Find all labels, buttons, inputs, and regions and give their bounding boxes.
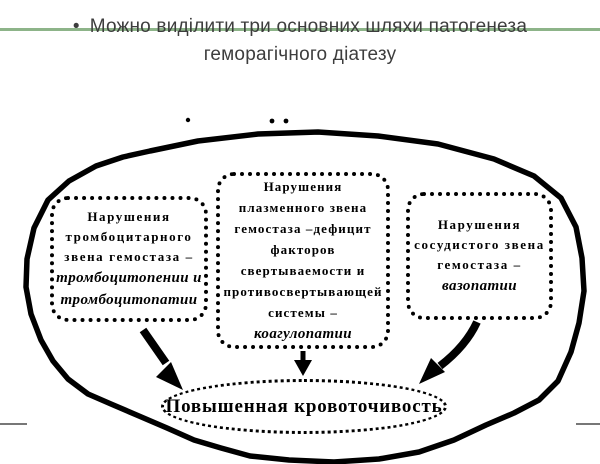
arrow-plasma-to-outcome xyxy=(294,351,312,376)
box-text-line: тромбоцитарного xyxy=(65,229,193,244)
box-text-line: свертываемости и xyxy=(240,263,366,278)
blob-outline xyxy=(23,129,587,464)
box-vascular-disorders: Нарушения сосудистого звена гемостаза – … xyxy=(406,192,553,320)
arrow-vascular-to-outcome xyxy=(419,320,481,384)
box-text-line: Нарушения xyxy=(263,179,343,194)
bullet-icon: • xyxy=(72,16,80,37)
box-text-line: звена гемостаза – xyxy=(64,249,194,264)
box-text-line: плазменного звена xyxy=(238,200,368,215)
box-text-line-italic: вазопатии xyxy=(441,278,518,294)
title-text-1: Можно виділити три основних шляхи патоге… xyxy=(89,16,528,37)
accent-divider-line xyxy=(0,28,600,31)
title-line-2: геморагічного діатезу xyxy=(203,44,397,65)
outcome-ellipse: Повышенная кровоточивость xyxy=(161,379,447,434)
box-text-line-italic: тромбоцитопатии xyxy=(60,292,198,308)
box-platelet-disorders: Нарушения тромбоцитарного звена гемостаз… xyxy=(50,196,208,322)
slide-title: • Можно виділити три основних шляхи патог… xyxy=(0,13,600,69)
box-text-line-italic: коагулопатии xyxy=(253,326,352,342)
box-text-line: факторов xyxy=(270,242,336,257)
box-text-line: гемостаза – xyxy=(437,257,522,272)
box-text-line-italic: тромбоцитопении и xyxy=(56,270,202,286)
box-text-line: Нарушения xyxy=(437,217,522,232)
outcome-label: Повышенная кровоточивость xyxy=(165,395,443,417)
box-text-line: Нарушения xyxy=(87,209,171,224)
box-text-line: гемостаза –дефицит xyxy=(234,221,372,236)
box-text-line: сосудистого звена xyxy=(414,237,545,252)
ink-dot xyxy=(269,118,275,124)
arrow-platelet-to-outcome xyxy=(139,327,183,390)
ink-dot xyxy=(185,117,191,123)
box-plasma-disorders: Нарушения плазменного звена гемостаза –д… xyxy=(216,172,390,349)
title-line-1: • Можно виділити три основних шляхи патог… xyxy=(0,13,600,41)
box-text-line: системы – xyxy=(268,305,338,320)
box-text-line: противосвертывающей xyxy=(223,284,383,299)
ink-dot xyxy=(283,118,289,124)
